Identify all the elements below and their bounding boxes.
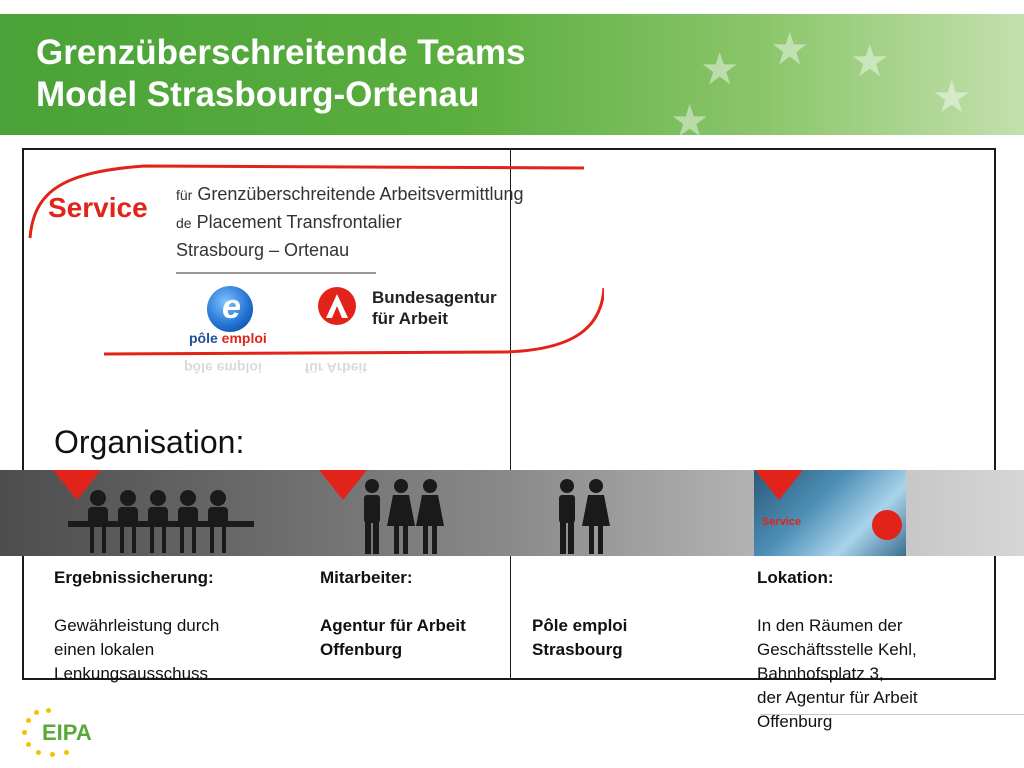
logo-line-3: Strasbourg – Ortenau bbox=[176, 240, 350, 260]
eipa-text: EIPA bbox=[42, 720, 92, 745]
caption-col4-line5: Offenburg bbox=[757, 712, 833, 731]
caption-col1-line3: Lenkungsausschuss bbox=[54, 664, 209, 683]
service-logo: Service für Grenzüberschreitende Arbeits… bbox=[24, 160, 604, 410]
column-divider bbox=[510, 150, 511, 678]
service-label: Service bbox=[48, 192, 148, 223]
caption-col4-line2: Geschäftsstelle Kehl, bbox=[757, 640, 917, 659]
eipa-logo: EIPA bbox=[22, 708, 102, 758]
pole-emploi-icon bbox=[207, 286, 253, 332]
caption-col4-line4: der Agentur für Arbeit bbox=[757, 688, 918, 707]
eu-star-icon bbox=[26, 718, 31, 723]
footer-rule bbox=[760, 714, 1024, 715]
caption-col4-line1: In den Räumen der bbox=[757, 616, 903, 635]
title-line-1: Grenzüberschreitende Teams bbox=[36, 33, 526, 72]
pole-emploi-e-icon: e bbox=[222, 288, 241, 326]
eu-star-icon bbox=[26, 742, 31, 747]
staff-group-icon bbox=[364, 479, 444, 554]
logo-reflection: pôle emploi für Arbeit bbox=[184, 360, 368, 376]
title-banner: Grenzüberschreitende Teams Model Strasbo… bbox=[0, 14, 1024, 135]
caption-col1-line1: Gewährleistung durch bbox=[54, 616, 220, 635]
star-icon: ★ bbox=[670, 97, 710, 136]
pole-emploi-logo-text: pôle emploi bbox=[189, 330, 267, 346]
logo-separator bbox=[176, 272, 376, 274]
eu-star-icon bbox=[22, 730, 27, 735]
content-frame bbox=[22, 148, 996, 680]
eu-star-icon bbox=[50, 752, 55, 757]
pictogram-band: Service bbox=[0, 470, 1024, 556]
marker-icon bbox=[319, 470, 367, 500]
bundesagentur-logo-text: Bundesagentur für Arbeit bbox=[372, 288, 497, 328]
star-icon: ★ bbox=[850, 37, 890, 86]
caption-col2-line2: Offenburg bbox=[320, 640, 403, 659]
committee-table-icon bbox=[68, 490, 254, 553]
marker-icon bbox=[755, 470, 803, 500]
photo-sign-text: Service bbox=[762, 516, 802, 528]
bundesagentur-icon bbox=[318, 287, 356, 325]
logo-line-2: de Placement Transfrontalier bbox=[176, 212, 402, 232]
organisation-heading: Organisation: bbox=[54, 424, 245, 460]
swoosh-top bbox=[28, 164, 604, 356]
caption-col2-title: Mitarbeiter: bbox=[320, 568, 413, 587]
caption-col3-line1: Pôle emploi bbox=[532, 616, 628, 635]
logo-line-1: für Grenzüberschreitende Arbeitsvermittl… bbox=[176, 184, 524, 204]
eu-star-icon bbox=[36, 750, 41, 755]
caption-col2-line1: Agentur für Arbeit bbox=[320, 616, 466, 635]
slide-title: Grenzüberschreitende Teams Model Strasbo… bbox=[36, 32, 526, 116]
caption-col1-title: Ergebnissicherung: bbox=[54, 568, 214, 587]
star-icon: ★ bbox=[932, 73, 972, 122]
star-icon: ★ bbox=[770, 25, 810, 74]
eu-star-icon bbox=[46, 708, 51, 713]
bundesagentur-icon bbox=[872, 510, 902, 540]
title-line-2: Model Strasbourg-Ortenau bbox=[36, 75, 480, 114]
star-icon: ★ bbox=[700, 45, 740, 94]
caption-col4-title: Lokation: bbox=[757, 568, 834, 587]
staff-pair-icon bbox=[559, 479, 610, 554]
eu-star-icon bbox=[34, 710, 39, 715]
caption-col4-line3: Bahnhofsplatz 3, bbox=[757, 664, 884, 683]
eu-star-icon bbox=[64, 750, 69, 755]
caption-col1-line2: einen lokalen bbox=[54, 640, 155, 659]
caption-col3-line2: Strasbourg bbox=[532, 640, 623, 659]
